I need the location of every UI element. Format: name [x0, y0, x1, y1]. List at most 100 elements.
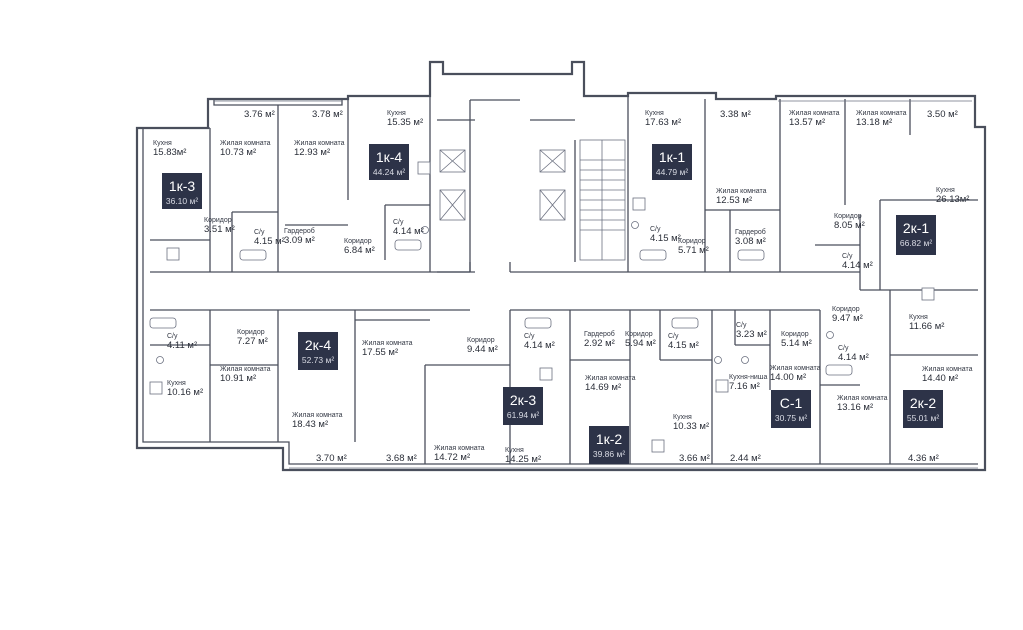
room-name: С/у [736, 322, 747, 329]
room-area: 3.51 м² [204, 224, 235, 235]
room-name: Жилая комната [770, 365, 821, 372]
room-balcony-1: 3.76 м² [244, 110, 275, 120]
apartment-area: 44.79 м² [655, 167, 689, 177]
apartment-area: 30.75 м² [774, 413, 808, 423]
room-living-2k3-a: Жилая комната 17.55 м² [362, 340, 413, 358]
apartment-badge-1k-2[interactable]: 1к-2 39.86 м² [589, 426, 629, 464]
apartment-code: 2к-1 [902, 220, 930, 236]
room-living-2k1-b: Жилая комната 13.18 м² [856, 110, 907, 128]
room-area: 14.00 м² [770, 372, 807, 383]
room-area: 10.16 м² [167, 387, 204, 398]
room-area: 9.47 м² [832, 313, 863, 324]
room-corridor-1k2: Коридор 5.94 м² [625, 331, 656, 349]
room-area: 8.05 м² [834, 220, 865, 231]
apartment-badge-2k-3[interactable]: 2к-3 61.94 м² [503, 387, 543, 425]
room-name: Коридор [832, 306, 860, 313]
room-name: Жилая комната [856, 110, 907, 117]
room-area: 9.44 м² [467, 344, 498, 355]
room-kitchen-niche-s1: Кухня-ниша 7.16 м² [729, 374, 767, 392]
room-name: С/у [650, 226, 661, 233]
room-area: 15.35 м² [387, 117, 424, 128]
apartment-area: 36.10 м² [165, 196, 199, 206]
room-name: С/у [842, 253, 853, 260]
room-kitchen-1k2: Кухня 10.33 м² [673, 414, 709, 432]
apartment-badge-s-1[interactable]: С-1 30.75 м² [771, 390, 811, 428]
room-balcony-6: 3.68 м² [386, 454, 417, 464]
room-corridor-2k2: Коридор 9.47 м² [832, 306, 863, 324]
room-name: Кухня [673, 414, 692, 421]
room-living-s1: Жилая комната 14.00 м² [770, 365, 821, 383]
room-area: 14.69 м² [585, 382, 622, 393]
room-balcony-7: 3.66 м² [679, 454, 710, 464]
room-name: Кухня [505, 447, 524, 454]
room-name: Жилая комната [220, 140, 271, 147]
room-area: 12.93 м² [294, 147, 331, 158]
room-bath-2k1: С/у 4.14 м² [842, 253, 873, 271]
apartment-badge-2k-2[interactable]: 2к-2 55.01 м² [903, 390, 943, 428]
room-name: Кухня [645, 110, 664, 117]
room-name: Жилая комната [837, 395, 888, 402]
room-wardrobe-1k1: Гардероб 3.08 м² [735, 229, 766, 247]
room-name: С/у [524, 333, 535, 340]
room-kitchen-1k4: Кухня 15.35 м² [387, 110, 423, 128]
kitchen-stoves [149, 161, 935, 453]
room-name: Гардероб [584, 331, 615, 338]
room-area: 5.94 м² [625, 338, 656, 349]
room-balcony-5: 3.70 м² [316, 454, 347, 464]
room-bath-1k2: С/у 4.15 м² [668, 333, 699, 351]
room-area: 4.15 м² [668, 340, 699, 351]
apartment-area: 52.73 м² [301, 355, 335, 365]
room-living-2k4-a: Жилая комната 10.91 м² [220, 366, 271, 384]
room-name: Кухня [387, 110, 406, 117]
room-area: 4.15 м² [650, 233, 681, 244]
room-name: Кухня [936, 187, 955, 194]
room-living-2k4-b: Жилая комната 18.43 м² [292, 412, 343, 430]
room-kitchen-1k1: Кухня 17.63 м² [645, 110, 681, 128]
room-corridor-1k1: Коридор 5.71 м² [678, 238, 709, 256]
room-corridor-2k1: Коридор 8.05 м² [834, 213, 865, 231]
room-name: Коридор [237, 329, 265, 336]
room-bath-2k3: С/у 4.14 м² [524, 333, 555, 351]
room-area: 13.57 м² [789, 117, 826, 128]
room-name: Коридор [467, 337, 495, 344]
apartment-code: 1к-4 [375, 149, 403, 165]
room-corridor-2k3: Коридор 9.44 м² [467, 337, 498, 355]
room-balcony-3: 3.38 м² [720, 110, 751, 120]
room-name: Жилая комната [362, 340, 413, 347]
room-corridor-1k4: Коридор 6.84 м² [344, 238, 375, 256]
apartment-badge-1k-4[interactable]: 1к-4 44.24 м² [369, 144, 409, 180]
room-kitchen-2k4: Кухня 10.16 м² [167, 380, 203, 398]
room-area: 2.92 м² [584, 338, 615, 349]
room-area: 3.76 м² [244, 109, 275, 120]
room-kitchen-1k3: Кухня 15.83м² [153, 140, 186, 158]
room-area: 4.14 м² [524, 340, 555, 351]
room-corridor-2k4: Коридор 7.27 м² [237, 329, 268, 347]
room-area: 4.15 м² [254, 236, 285, 247]
room-kitchen-2k3: Кухня 14.25 м² [505, 447, 541, 465]
room-name: Кухня-ниша [729, 374, 768, 381]
apartment-badge-1k-3[interactable]: 1к-3 36.10 м² [162, 173, 202, 209]
room-area: 17.55 м² [362, 347, 399, 358]
room-area: 4.11 м² [167, 340, 198, 351]
room-area: 2.44 м² [730, 453, 761, 464]
room-kitchen-2k1: Кухня 26.13м² [936, 187, 969, 205]
staircase [579, 139, 626, 261]
room-name: Жилая комната [922, 366, 973, 373]
apartment-badge-2k-4[interactable]: 2к-4 52.73 м² [298, 332, 338, 370]
room-name: Жилая комната [716, 188, 767, 195]
room-area: 14.72 м² [434, 452, 471, 463]
room-bath-2k2: С/у 4.14 м² [838, 345, 869, 363]
room-name: Жилая комната [585, 375, 636, 382]
apartment-code: 2к-4 [304, 337, 332, 353]
room-living-1k1: Жилая комната 12.53 м² [716, 188, 767, 206]
room-name: Жилая комната [789, 110, 840, 117]
room-name: С/у [167, 333, 178, 340]
apartment-badge-1k-1[interactable]: 1к-1 44.79 м² [652, 144, 692, 180]
apartment-area: 61.94 м² [506, 410, 540, 420]
room-name: Коридор [625, 331, 653, 338]
room-name: Коридор [678, 238, 706, 245]
apartment-area: 66.82 м² [899, 238, 933, 248]
room-name: Жилая комната [294, 140, 345, 147]
apartment-badge-2k-1[interactable]: 2к-1 66.82 м² [896, 215, 936, 255]
apartment-code: 1к-2 [595, 431, 623, 447]
